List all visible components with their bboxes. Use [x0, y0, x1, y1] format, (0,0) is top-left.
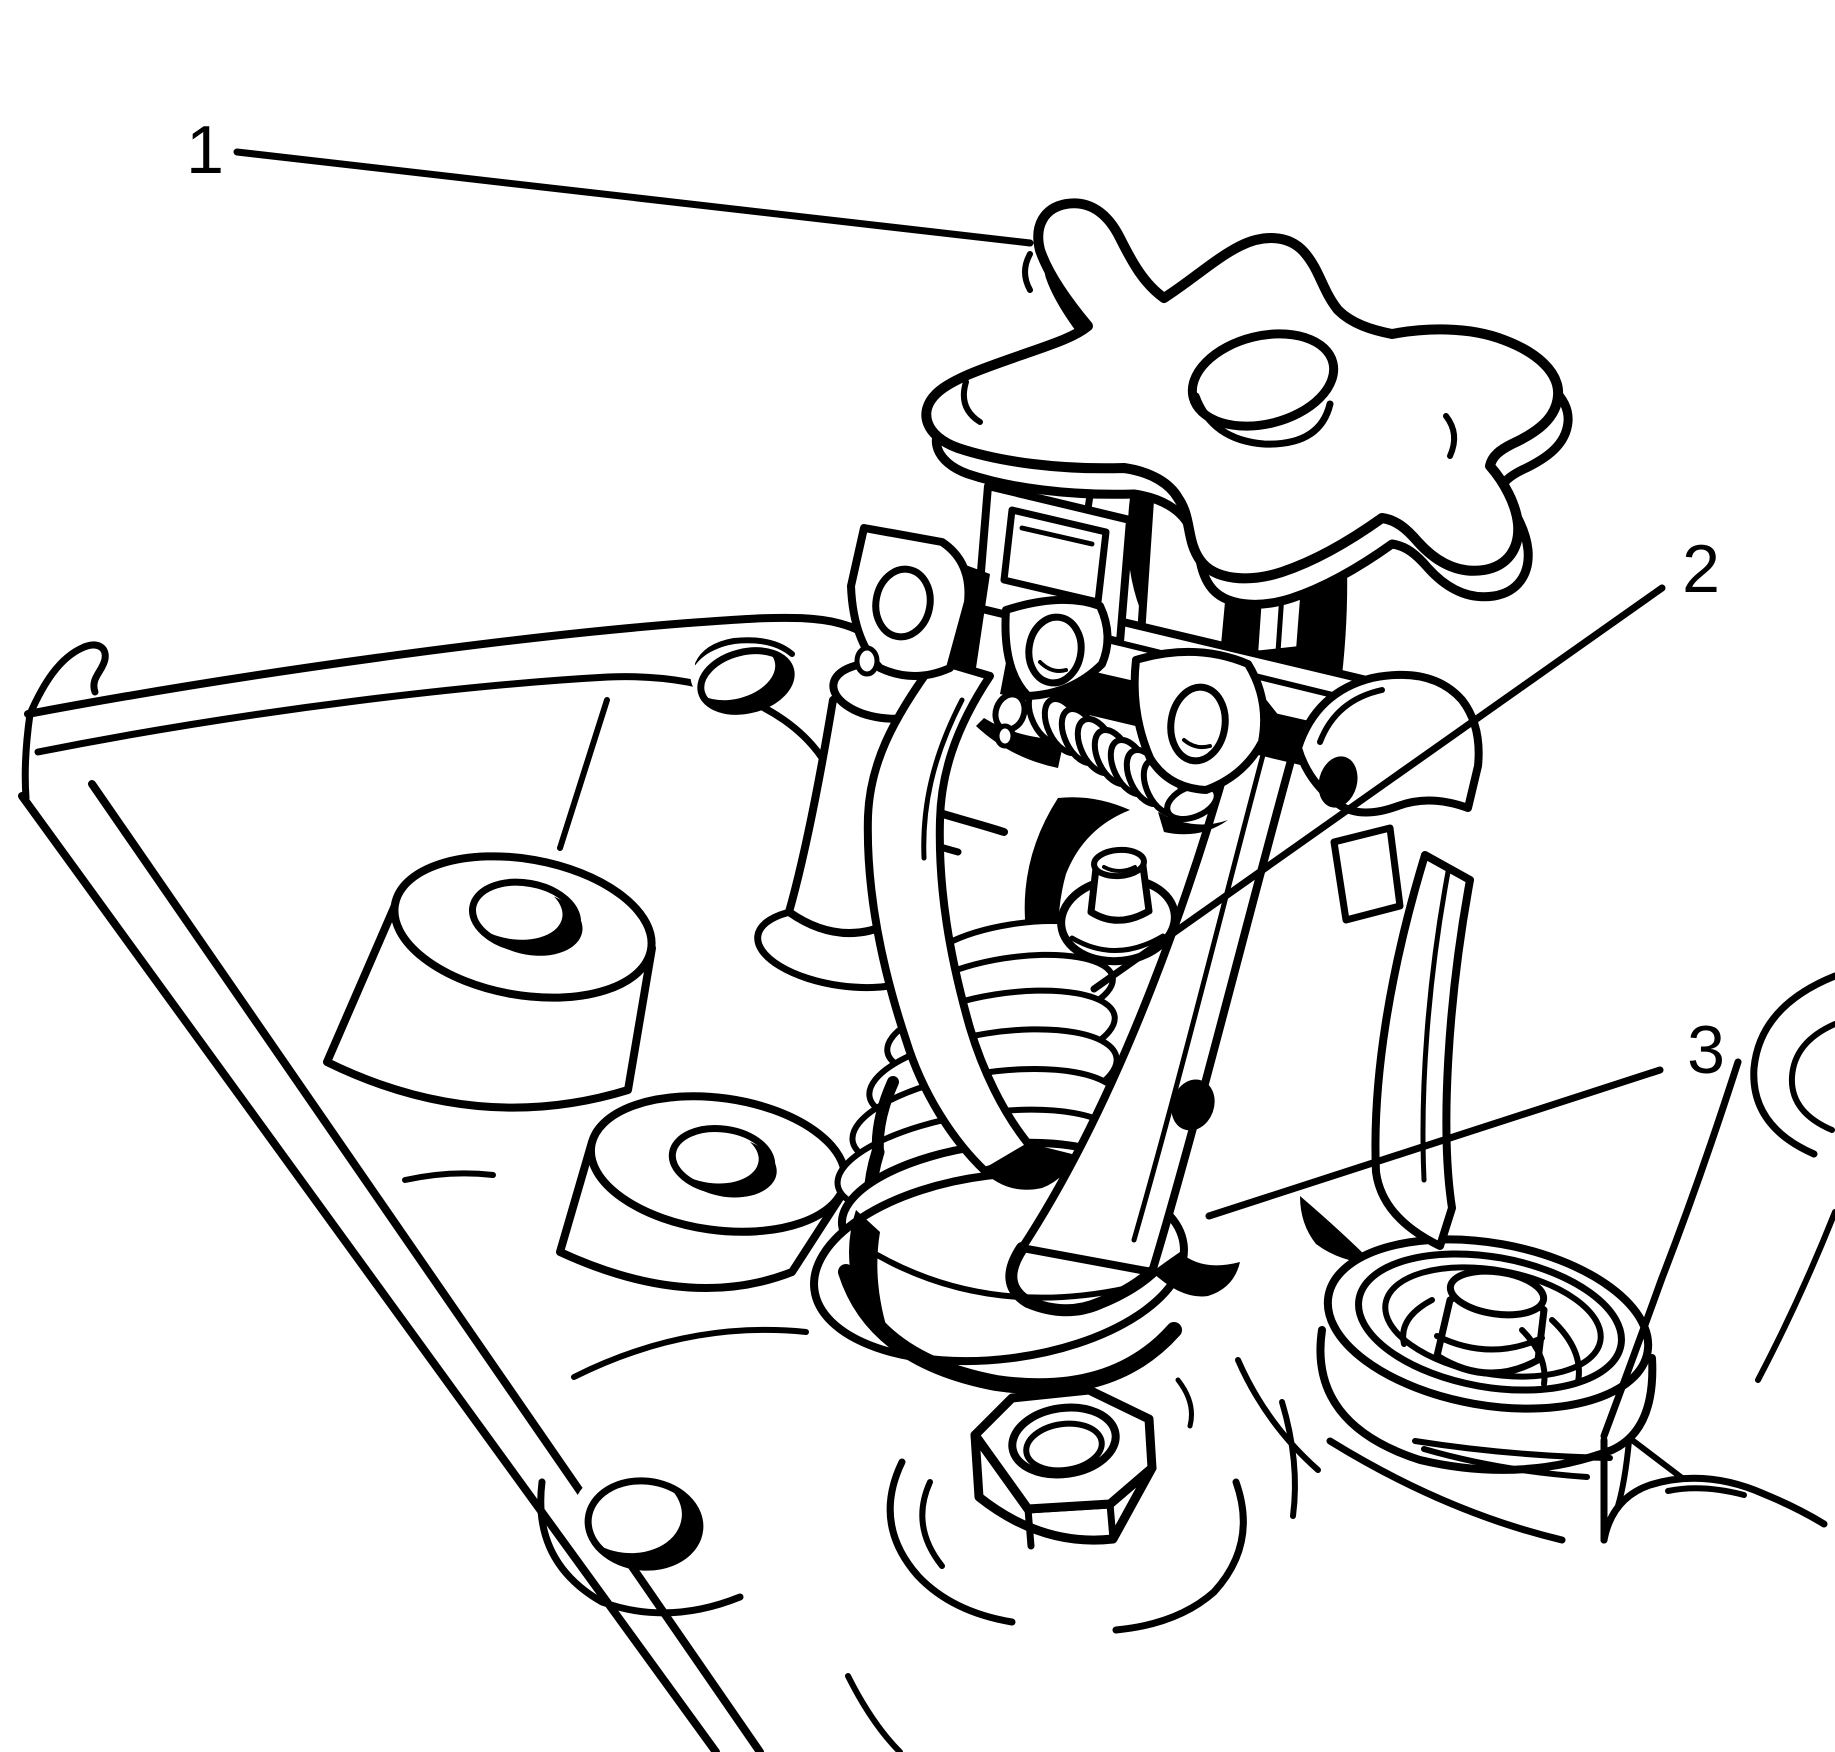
seat-arc — [1788, 1021, 1835, 1133]
spring-end-shadow — [1158, 812, 1228, 835]
valve-stem-tip — [1091, 846, 1147, 880]
seal-ring — [1355, 1250, 1625, 1394]
callouts: 1 2 3 — [186, 112, 1725, 1220]
neck-curve — [1600, 1058, 1742, 1440]
nut-chamfer-ring — [1008, 1403, 1120, 1479]
head-left-edge — [21, 710, 34, 802]
boot-shadow — [849, 1210, 888, 1332]
stem-tip-detail — [1102, 865, 1137, 873]
nut-thread-hole — [1023, 1420, 1105, 1474]
callout-2-leader — [1090, 584, 1666, 993]
base-arc — [1235, 1357, 1321, 1473]
callout-3-label: 3 — [1687, 1012, 1725, 1088]
boss-hole-outline — [468, 878, 582, 954]
washer-arc — [1112, 1478, 1247, 1634]
callout-3-leader — [1205, 1066, 1664, 1220]
nut-edge — [1106, 1500, 1117, 1543]
callout-1-leader — [233, 148, 1034, 247]
lever-hole — [872, 565, 934, 641]
washer-arc — [919, 1479, 945, 1569]
petal-detail-arc — [960, 379, 983, 425]
recess-rim — [537, 1478, 744, 1617]
seal-curl — [1400, 1297, 1435, 1347]
casting-mark — [402, 1170, 496, 1183]
left-foot-hook — [980, 1144, 1072, 1190]
leg-hole — [1171, 1079, 1215, 1131]
corner-hole-outline — [697, 647, 795, 715]
arm-link — [1258, 696, 1304, 752]
boot-inner-line — [859, 1243, 1131, 1301]
petal-detail-arc — [1022, 251, 1033, 293]
boot-side-line — [1279, 1399, 1298, 1519]
cap-inner-curve — [1317, 687, 1385, 745]
gap-shadow — [1300, 1196, 1374, 1264]
head-front-edge-outer — [18, 792, 720, 1752]
neck-curve — [1755, 1209, 1835, 1383]
casting-edge — [557, 697, 610, 851]
boss-hole-face — [665, 1126, 759, 1184]
boss-hole-outline — [668, 1125, 776, 1195]
pivot-hole — [1025, 613, 1085, 687]
head-front-edge-inner — [88, 780, 764, 1752]
petal-detail-arc — [1443, 413, 1458, 459]
head-left-corner-curl — [26, 641, 109, 718]
rear-foot-shadow — [1152, 1252, 1240, 1297]
lower-band-line — [1412, 1438, 1613, 1461]
cylinder-head — [18, 613, 1008, 1752]
tool-handle-knob — [921, 198, 1573, 609]
seat-arc — [1750, 972, 1835, 1158]
seal-curl — [1519, 1327, 1548, 1387]
hex-nut — [845, 1385, 1247, 1752]
rear-foot-hook — [1005, 1242, 1158, 1317]
boss-hole-face — [463, 878, 563, 940]
compressor-legs — [863, 656, 1474, 1317]
left-leg-ridge — [921, 697, 965, 861]
flange-slot — [1019, 525, 1095, 547]
lower-band-line — [1421, 1446, 1590, 1480]
step-corner-sweep — [1600, 1474, 1828, 1544]
pivot-hole-tick — [1038, 660, 1068, 673]
right-edge-spring-seat — [1600, 972, 1835, 1440]
callout-1-label: 1 — [186, 112, 224, 188]
corner-hole-rim — [695, 637, 795, 667]
hub-side-arc — [1192, 392, 1334, 448]
retainer-step — [1069, 933, 1166, 953]
corner-hole-face — [690, 643, 776, 701]
washer-arc — [886, 1458, 1016, 1626]
neck-edge — [1629, 1437, 1685, 1481]
casting-mark — [571, 1326, 809, 1380]
casting-sweep — [1326, 1437, 1566, 1544]
latch-pin — [994, 723, 1016, 749]
nut-edge — [1024, 1505, 1035, 1550]
rear-leg-ridge — [1131, 733, 1271, 1243]
recess-hole-outline — [584, 1477, 704, 1571]
seal-curl — [1549, 1317, 1582, 1385]
seal-plug-top — [1446, 1267, 1548, 1319]
cap-hole — [1318, 756, 1358, 808]
front-leg — [1371, 851, 1474, 1250]
adjacent-valve-assembly — [1175, 1196, 1828, 1544]
step-inner-arc — [1665, 1485, 1747, 1498]
lever-pin — [854, 645, 880, 677]
washer-arc — [845, 1673, 903, 1752]
pivot-tab — [1330, 824, 1404, 924]
base-arc — [1175, 1377, 1194, 1429]
lower-body — [1316, 1326, 1657, 1474]
callout-2-label: 2 — [1682, 531, 1720, 607]
pivot-hole-tick — [1182, 738, 1212, 750]
